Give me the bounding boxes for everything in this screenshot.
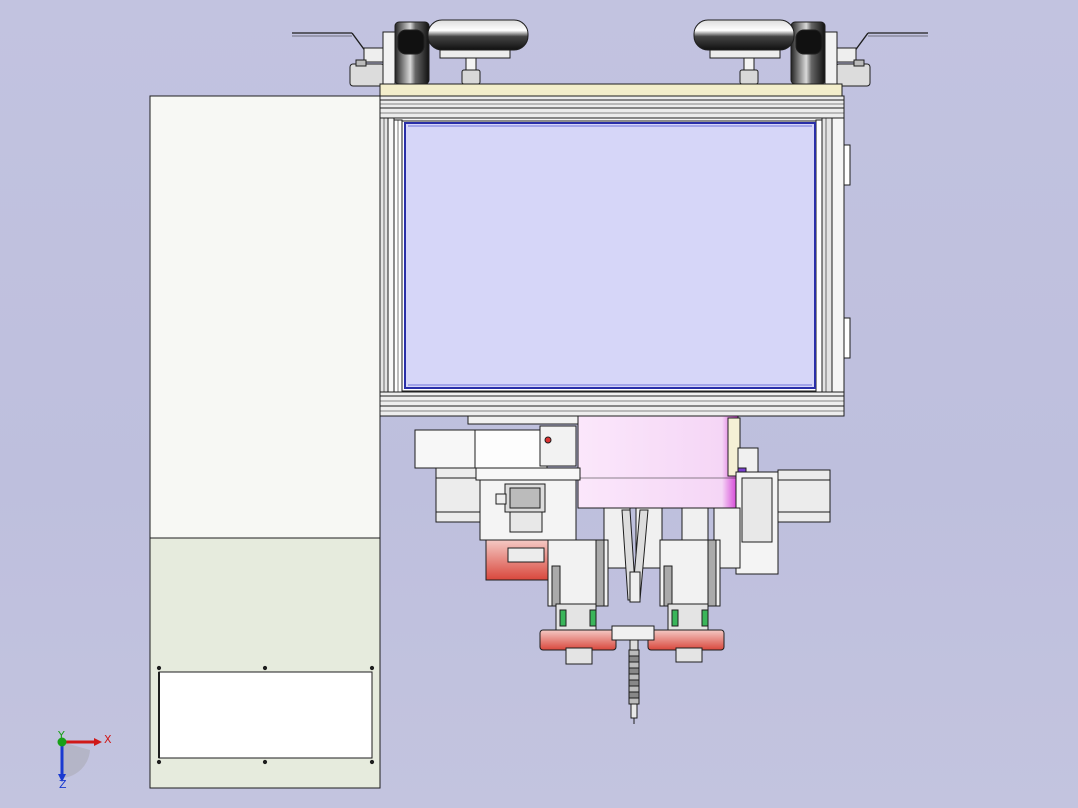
carriage[interactable] (414, 415, 831, 724)
left-caster[interactable] (292, 19, 529, 87)
axis-triad: X Y Z (40, 728, 120, 798)
right-caster[interactable] (693, 19, 928, 87)
top-beam[interactable] (379, 83, 845, 119)
axis-x-label: X (104, 733, 112, 746)
bottom-beam[interactable] (379, 391, 845, 417)
frame-window[interactable] (379, 117, 851, 399)
axis-z-label: Z (59, 778, 67, 791)
axis-y-label: Y (58, 729, 65, 742)
electrical-cabinet[interactable] (149, 95, 381, 789)
axis-triad-icon (57, 737, 102, 782)
